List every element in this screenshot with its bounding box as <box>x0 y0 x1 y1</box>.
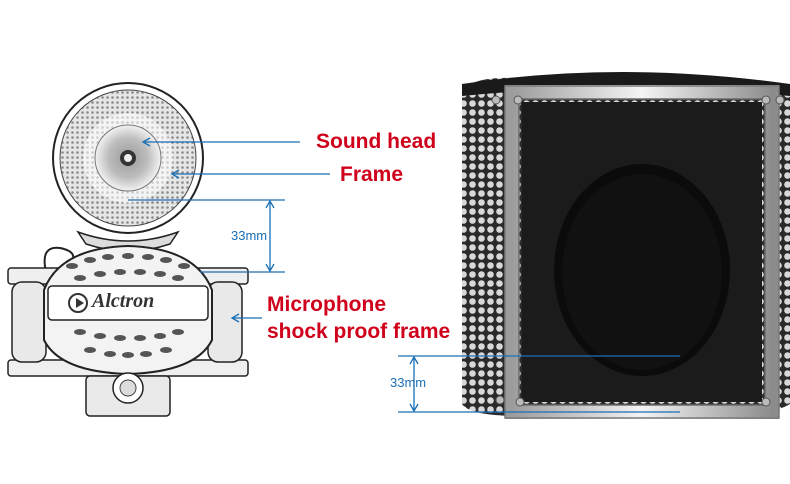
brand-logo-text: Alctron <box>92 290 155 312</box>
microphone-label: Microphone <box>267 293 386 316</box>
right-pointer-lines <box>398 355 680 413</box>
shock-mount-drawing <box>7 244 249 417</box>
left-pointer-lines <box>128 137 330 323</box>
reflection-filter-photo-icon <box>462 72 790 419</box>
sound-head-drawing <box>52 82 204 252</box>
left-dimension-label: 33mm <box>231 228 268 243</box>
shock-proof-frame-label: shock proof frame <box>267 320 451 343</box>
right-dimension-label: 33mm <box>390 375 427 390</box>
frame-label: Frame <box>340 163 404 186</box>
sound-head-label: Sound head <box>316 130 437 153</box>
